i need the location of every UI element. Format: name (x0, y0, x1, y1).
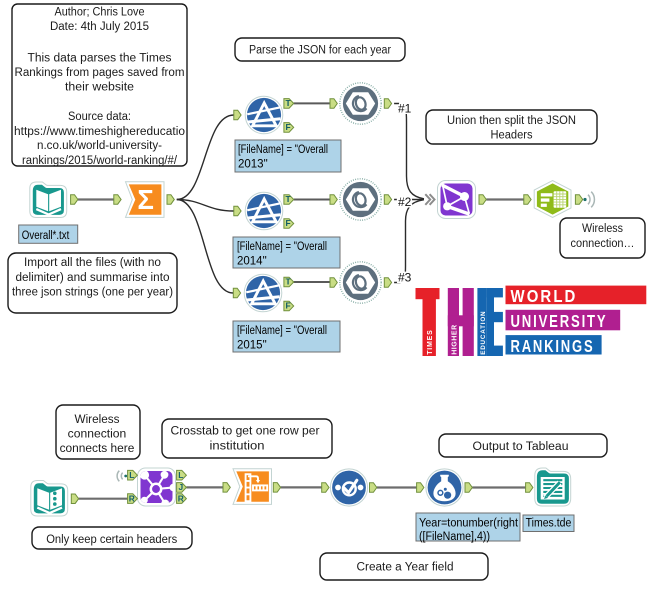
svg-text:connects here: connects here (60, 443, 135, 455)
svg-text:F: F (286, 218, 291, 228)
svg-text:HIGHER: HIGHER (451, 324, 458, 355)
svg-text:J: J (178, 482, 183, 492)
svg-text:three json strings (one per ye: three json strings (one per year) (12, 287, 173, 299)
svg-text:UNIVERSITY: UNIVERSITY (511, 312, 608, 331)
svg-text:Rankings from pages saved from: Rankings from pages saved from (15, 67, 185, 79)
svg-text:TIMES: TIMES (427, 329, 434, 354)
svg-text:Overall*.txt: Overall*.txt (22, 230, 70, 242)
svg-text:#3: #3 (398, 271, 412, 285)
svg-text:R: R (178, 493, 184, 503)
svg-text:Source data:: Source data: (68, 111, 131, 123)
svg-text:2014": 2014" (237, 256, 267, 268)
svg-text:Wireless: Wireless (582, 223, 623, 235)
svg-text:Create a Year field: Create a Year field (357, 562, 454, 574)
svg-text:rankings/2015/world-ranking/#/: rankings/2015/world-ranking/#/ (22, 155, 178, 167)
svg-text:Date: 4th July 2015: Date: 4th July 2015 (50, 21, 149, 33)
svg-text:L: L (178, 470, 183, 480)
svg-text:Crosstab to get one row per: Crosstab to get one row per (171, 426, 320, 438)
svg-text:#2: #2 (398, 195, 412, 209)
svg-text:Union then split the JSON: Union then split the JSON (447, 115, 576, 127)
svg-text:2015": 2015" (237, 340, 267, 352)
svg-text:Wireless: Wireless (75, 414, 120, 426)
svg-text:[FileName] = "Overall: [FileName] = "Overall (237, 325, 327, 337)
svg-text:Σ: Σ (137, 184, 154, 215)
svg-text:T: T (286, 277, 292, 287)
svg-text:Only keep certain headers: Only keep certain headers (46, 534, 177, 546)
svg-text:connection: connection (68, 429, 127, 441)
svg-text:Times.tde: Times.tde (526, 518, 572, 530)
svg-text:institution: institution (210, 441, 265, 453)
svg-text:WORLD: WORLD (511, 285, 578, 306)
svg-text:R: R (129, 493, 135, 503)
svg-text:[FileName] = "Overall: [FileName] = "Overall (238, 144, 328, 156)
svg-text:EDUCATION: EDUCATION (480, 311, 487, 355)
svg-text:Import all the files (with no: Import all the files (with no (24, 257, 161, 269)
svg-text:Year=tonumber(right: Year=tonumber(right (419, 518, 519, 530)
svg-text:Headers: Headers (491, 130, 533, 142)
svg-text:This data parses the Times: This data parses the Times (28, 53, 172, 65)
svg-text:[FileName] = "Overall: [FileName] = "Overall (237, 241, 327, 253)
svg-text:T: T (286, 194, 292, 204)
svg-text:F: F (286, 301, 291, 311)
svg-text:RANKINGS: RANKINGS (511, 337, 595, 356)
svg-text:their website: their website (65, 81, 134, 93)
svg-text:#1: #1 (398, 102, 412, 116)
svg-text:Parse the JSON for each year: Parse the JSON for each year (249, 45, 391, 57)
svg-text:Output to Tableau: Output to Tableau (473, 441, 569, 453)
svg-text:([FileName],4)): ([FileName],4)) (419, 531, 490, 543)
svg-text:Author; Chris Love: Author; Chris Love (55, 7, 145, 19)
svg-text:L: L (129, 470, 134, 480)
svg-text:2013": 2013" (238, 159, 268, 171)
svg-text:connection…: connection… (571, 238, 635, 250)
svg-text:T: T (286, 98, 292, 108)
svg-text:n.co.uk/world-university-: n.co.uk/world-university- (37, 140, 162, 152)
svg-text:delimiter) and summarise into: delimiter) and summarise into (16, 272, 170, 284)
svg-text:https://www.timeshighereducati: https://www.timeshighereducatio (14, 126, 185, 138)
svg-text:F: F (286, 122, 291, 132)
